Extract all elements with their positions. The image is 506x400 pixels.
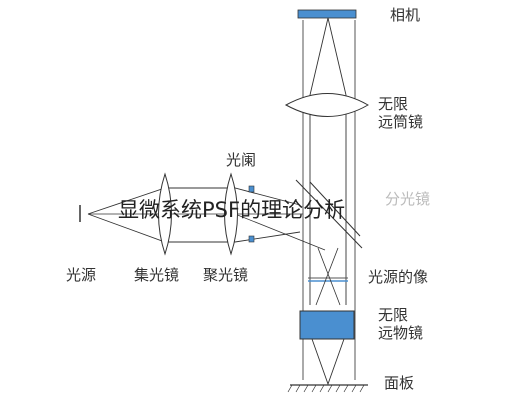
- illum-rays-bottom: [87, 213, 301, 243]
- camera-sensor: [297, 9, 357, 19]
- illum-cross-ray: [234, 213, 326, 251]
- label-camera: 相机: [390, 6, 421, 24]
- objective-lens: [299, 310, 355, 340]
- camera-rays: [309, 17, 347, 96]
- label-light-source: 光源: [66, 266, 97, 284]
- label-tube-lens-line1: 无限: [378, 95, 409, 113]
- label-collector-lens: 集光镜: [134, 266, 180, 284]
- label-source-image: 光源的像: [368, 268, 429, 286]
- label-sample-plane: 面板: [384, 374, 415, 392]
- collector-lens: [158, 172, 172, 256]
- label-beam-splitter: 分光镜: [385, 190, 431, 208]
- beam-splitter-a: [295, 179, 363, 249]
- sample-hatching: [287, 384, 365, 393]
- label-tube-lens: 无限 远筒镜: [378, 95, 423, 131]
- label-objective-line2: 远物镜: [378, 324, 424, 342]
- caption-overlay: 显微系统PSF的理论分析: [118, 198, 346, 222]
- condenser-lens: [224, 172, 238, 256]
- aperture-top: [248, 185, 255, 193]
- label-condenser-lens: 聚光镜: [203, 266, 249, 284]
- label-objective-line1: 无限: [378, 306, 409, 324]
- obj-ray-a: [317, 247, 341, 306]
- beam-splitter-b: [309, 181, 361, 237]
- aperture-bottom: [248, 235, 255, 243]
- obj-ray-b: [315, 247, 339, 306]
- tube-lens: [284, 93, 370, 117]
- focus-rays: [311, 338, 345, 386]
- label-objective: 无限 远物镜: [378, 306, 423, 342]
- illum-rays-top: [87, 187, 301, 215]
- label-aperture: 光阑: [226, 151, 257, 169]
- label-tube-lens-line2: 远筒镜: [378, 113, 424, 131]
